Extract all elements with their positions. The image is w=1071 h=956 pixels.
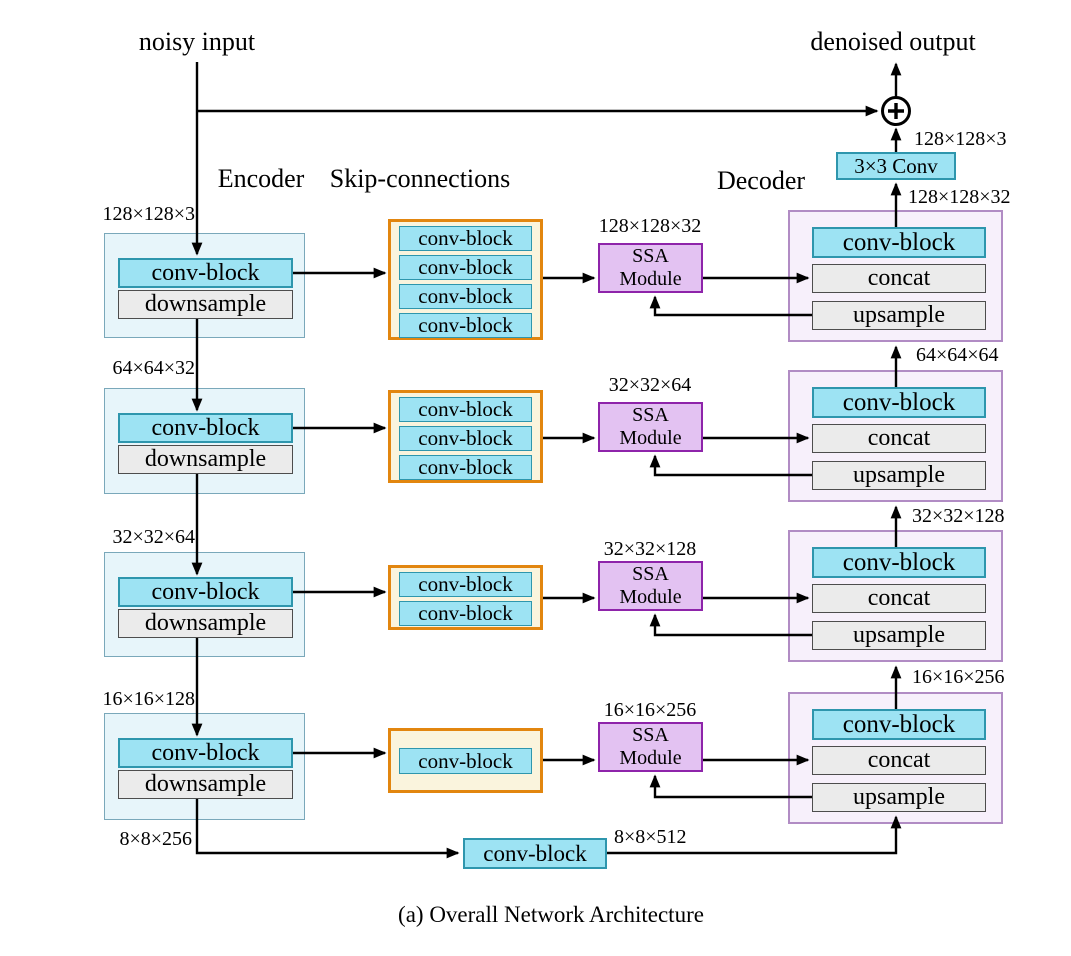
ssa-module-1: SSA Module — [598, 243, 703, 293]
enc-dim-2: 64×64×32 — [112, 357, 195, 379]
ssa-dim-3: 32×32×128 — [603, 538, 697, 560]
ssa-module-2-line2: Module — [619, 427, 682, 449]
encoder1-conv-block: conv-block — [118, 258, 293, 288]
encoder2-conv-block: conv-block — [118, 413, 293, 443]
ssa-module-3: SSA Module — [598, 561, 703, 611]
ssa-module-3-line1: SSA — [632, 563, 669, 585]
upsample4-to-ssa4-arrow — [649, 774, 812, 799]
encoder3-downsample: downsample — [118, 609, 293, 638]
decoder2-upsample: upsample — [812, 461, 986, 490]
dec-dim-3: 32×32×128 — [912, 505, 1005, 527]
add-icon — [881, 96, 911, 126]
skip2-conv-block-1: conv-block — [399, 397, 532, 422]
enc-dim-3: 32×32×64 — [112, 526, 195, 548]
denoised-output-label: denoised output — [810, 27, 976, 56]
upsample3-to-ssa3-arrow — [649, 613, 812, 637]
bottleneck-to-decoder4-arrow — [607, 815, 902, 855]
ssa-module-3-line2: Module — [619, 586, 682, 608]
skip1-conv-block-1: conv-block — [399, 226, 532, 251]
figure-caption: (a) Overall Network Architecture — [398, 902, 704, 927]
decoder1-upsample: upsample — [812, 301, 986, 330]
decoder4-upsample: upsample — [812, 783, 986, 812]
ssa-module-4-line2: Module — [619, 747, 682, 769]
encoder3-conv-block: conv-block — [118, 577, 293, 607]
decoder1-concat: concat — [812, 264, 986, 293]
ssa-module-1-line2: Module — [619, 268, 682, 290]
enc4-to-bottleneck-arrow — [195, 798, 460, 859]
decoder4-conv-block: conv-block — [812, 709, 986, 740]
encoder2-downsample: downsample — [118, 445, 293, 474]
ssa-module-2-line1: SSA — [632, 404, 669, 426]
bottleneck-out-dim: 8×8×512 — [614, 826, 687, 848]
dec-dim-2: 64×64×64 — [916, 344, 999, 366]
ssa-dim-1: 128×128×32 — [598, 215, 702, 237]
decoder2-conv-block: conv-block — [812, 387, 986, 418]
encoder4-conv-block: conv-block — [118, 738, 293, 768]
ssa-module-4-line1: SSA — [632, 724, 669, 746]
enc-dim-4: 16×16×128 — [102, 688, 195, 710]
decoder3-conv-block: conv-block — [812, 547, 986, 578]
header-skip-connections: Skip-connections — [329, 164, 511, 193]
ssa-dim-2: 32×32×64 — [608, 374, 692, 396]
encoder4-downsample: downsample — [118, 770, 293, 799]
upsample2-to-ssa2-arrow — [649, 454, 812, 477]
skip3-conv-block-1: conv-block — [399, 572, 532, 597]
decoder4-concat: concat — [812, 746, 986, 775]
enc-dim-1: 128×128×3 — [102, 203, 195, 225]
header-decoder: Decoder — [716, 166, 806, 195]
decoder1-conv-block: conv-block — [812, 227, 986, 258]
skip1-conv-block-2: conv-block — [399, 255, 532, 280]
conv3x3-block: 3×3 Conv — [836, 152, 956, 180]
dec-dim-4: 16×16×256 — [912, 666, 1005, 688]
upsample1-to-ssa1-arrow — [649, 295, 812, 317]
skip1-conv-block-4: conv-block — [399, 313, 532, 338]
skip1-conv-block-3: conv-block — [399, 284, 532, 309]
decoder3-concat: concat — [812, 584, 986, 613]
dec-dim-1: 128×128×32 — [908, 186, 1011, 208]
ssa-module-4: SSA Module — [598, 722, 703, 772]
final-dim: 128×128×3 — [914, 128, 1007, 150]
noisy-input-label: noisy input — [138, 27, 256, 56]
enc-dim-5: 8×8×256 — [119, 828, 192, 850]
encoder1-downsample: downsample — [118, 290, 293, 319]
decoder3-upsample: upsample — [812, 621, 986, 650]
bottleneck-conv-block: conv-block — [463, 838, 607, 869]
skip4-conv-block-1: conv-block — [399, 748, 532, 774]
ssa-dim-4: 16×16×256 — [603, 699, 697, 721]
ssa-module-2: SSA Module — [598, 402, 703, 452]
skip2-conv-block-2: conv-block — [399, 426, 532, 451]
header-encoder: Encoder — [217, 164, 305, 193]
skip2-conv-block-3: conv-block — [399, 455, 532, 480]
skip3-conv-block-2: conv-block — [399, 601, 532, 626]
ssa-module-1-line1: SSA — [632, 245, 669, 267]
decoder2-concat: concat — [812, 424, 986, 453]
